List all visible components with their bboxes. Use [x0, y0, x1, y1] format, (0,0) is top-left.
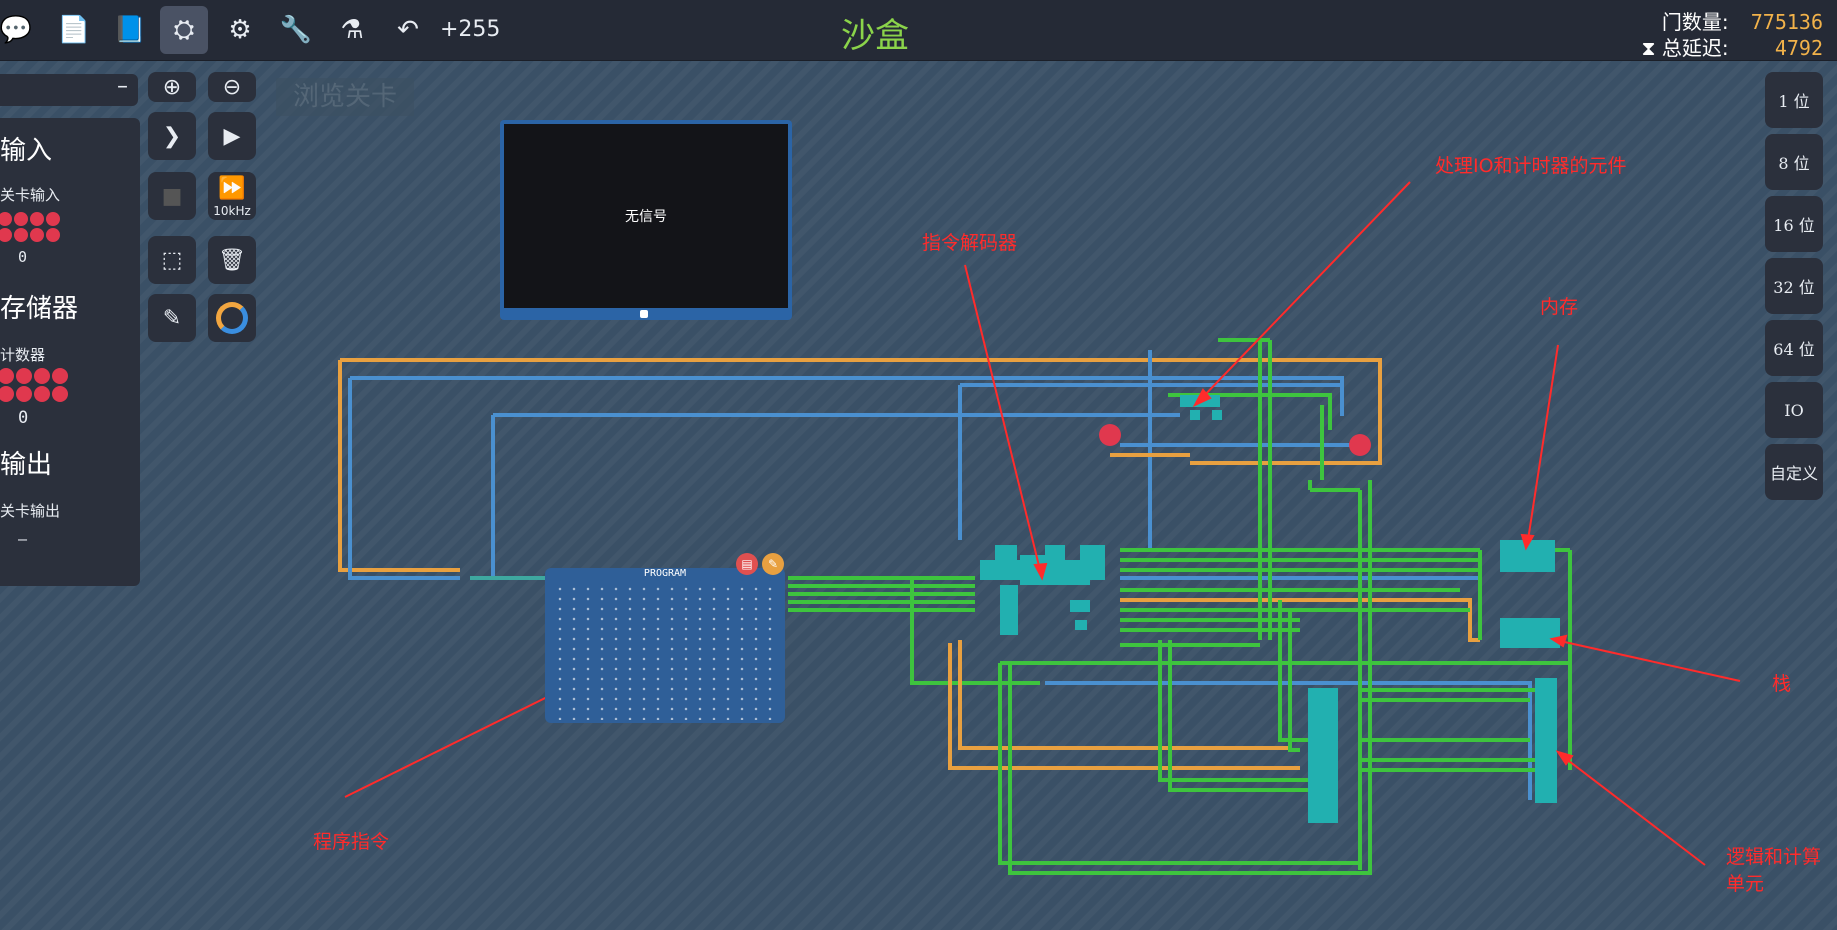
bit-32-button[interactable]: 32 位 — [1765, 258, 1823, 314]
memory-title: 存储器 — [0, 294, 79, 324]
program-title: PROGRAM — [643, 568, 687, 579]
chat-icon[interactable]: 💬 — [0, 15, 33, 45]
pencil-icon[interactable]: ✎ — [148, 294, 196, 342]
wire-orange-3 — [958, 640, 1290, 750]
gear-icon[interactable]: ⚙ — [228, 15, 252, 45]
bit-8-button[interactable]: 8 位 — [1765, 134, 1823, 190]
bit-64-button[interactable]: 64 位 — [1765, 320, 1823, 376]
stop-icon[interactable]: ■ — [148, 172, 196, 220]
undo-count: +255 — [440, 17, 501, 42]
select-icon[interactable]: ⬚ — [148, 236, 196, 284]
screen-port[interactable] — [640, 310, 648, 318]
color-wheel-icon[interactable] — [208, 294, 256, 342]
undo-icon[interactable]: ↶ — [397, 15, 419, 45]
file-icon[interactable]: 📄 — [57, 15, 91, 45]
book-icon[interactable]: 📘 — [113, 15, 147, 45]
annotation-program: 程序指令 — [313, 831, 390, 853]
register-bank — [1308, 688, 1338, 823]
zoom-out-icon[interactable]: ⊖ — [208, 72, 256, 102]
level-output-value: – — [18, 530, 28, 548]
trash-icon[interactable]: 🗑 — [208, 236, 256, 284]
fast-forward-icon: ⏩ — [218, 176, 246, 201]
gate-count-label: 门数量: — [1661, 10, 1729, 34]
flask-icon[interactable]: ⚗ — [340, 15, 364, 45]
annotation-alu-line2: 单元 — [1726, 873, 1765, 895]
gate-count: 门数量: 775136 — [1662, 6, 1823, 35]
gate-count-value: 775136 — [1750, 10, 1823, 34]
schematic-icon[interactable]: ⛭ — [160, 6, 208, 54]
total-delay-value: 4792 — [1774, 36, 1823, 60]
io-panel: 输入 关卡输入 0 存储器 计数器 0 输出 关卡输出 – — [0, 118, 140, 586]
annotation-memory: 内存 — [1540, 296, 1579, 318]
program-grid — [553, 584, 777, 720]
counter-pins[interactable] — [0, 368, 68, 402]
red-node-1 — [1099, 424, 1121, 446]
custom-button[interactable]: 自定义 — [1765, 444, 1823, 500]
step-icon[interactable]: ❯ — [148, 112, 196, 160]
program-pencil-icon[interactable]: ✎ — [762, 553, 784, 575]
speed-label: 10kHz — [213, 204, 251, 218]
program-block[interactable]: PROGRAM — [545, 568, 785, 723]
wrench-icon[interactable]: 🔧 — [279, 15, 313, 45]
green-grid-right — [998, 338, 1572, 875]
run-icon[interactable]: ▶ — [208, 112, 256, 160]
annotation-io-timer: 处理IO和计时器的元件 — [1435, 155, 1627, 177]
wire-orange-main — [340, 358, 1382, 465]
console-screen[interactable]: 无信号 — [500, 120, 792, 320]
green-bus-program — [788, 576, 1040, 685]
bit-1-button[interactable]: 1 位 — [1765, 72, 1823, 128]
counter-value: 0 — [18, 408, 29, 428]
fast-forward-button[interactable]: ⏩ 10kHz — [208, 172, 256, 220]
annotation-stack: 栈 — [1772, 673, 1792, 695]
wire-orange-5 — [1120, 598, 1480, 642]
level-input-pins[interactable] — [0, 212, 60, 242]
page-title: 沙盒 — [841, 16, 909, 56]
input-title: 输入 — [0, 136, 53, 166]
decoder-block — [980, 545, 1105, 635]
level-input-label: 关卡输入 — [0, 186, 61, 204]
program-edit-icon[interactable]: ▤ — [736, 553, 758, 575]
browse-levels-ghost: 浏览关卡 — [276, 78, 414, 116]
bit-16-button[interactable]: 16 位 — [1765, 196, 1823, 252]
collapse-icon[interactable]: – — [117, 74, 128, 99]
no-signal-text: 无信号 — [625, 209, 667, 225]
wire-orange-4 — [948, 643, 1300, 770]
wire-blue-1 — [350, 376, 1344, 416]
level-input-value: 0 — [18, 248, 28, 266]
top-toolbar: 💬 📄 📘 ⛭ ⚙ 🔧 ⚗ ↶ +255 沙盒 门数量: 775136 ⧗ 总延… — [0, 0, 1837, 61]
io-button[interactable]: IO — [1765, 382, 1823, 438]
counter-label: 计数器 — [0, 346, 46, 364]
total-delay-label: 总延迟: — [1661, 36, 1729, 60]
stack-block — [1500, 618, 1560, 648]
level-output-label: 关卡输出 — [0, 502, 61, 520]
output-title: 输出 — [0, 450, 53, 480]
total-delay: ⧗ 总延迟: 4792 — [1641, 32, 1823, 61]
hourglass-icon: ⧗ — [1641, 36, 1656, 60]
red-node-2 — [1349, 434, 1371, 456]
annotation-decoder: 指令解码器 — [922, 232, 1018, 254]
alu-block — [1535, 678, 1557, 803]
zoom-in-icon[interactable]: ⊕ — [148, 72, 196, 102]
wire-blue-2 — [348, 378, 460, 580]
wire-orange-left — [338, 360, 460, 572]
annotation-alu-line1: 逻辑和计算 — [1726, 846, 1822, 868]
component-search[interactable]: – — [0, 74, 138, 106]
